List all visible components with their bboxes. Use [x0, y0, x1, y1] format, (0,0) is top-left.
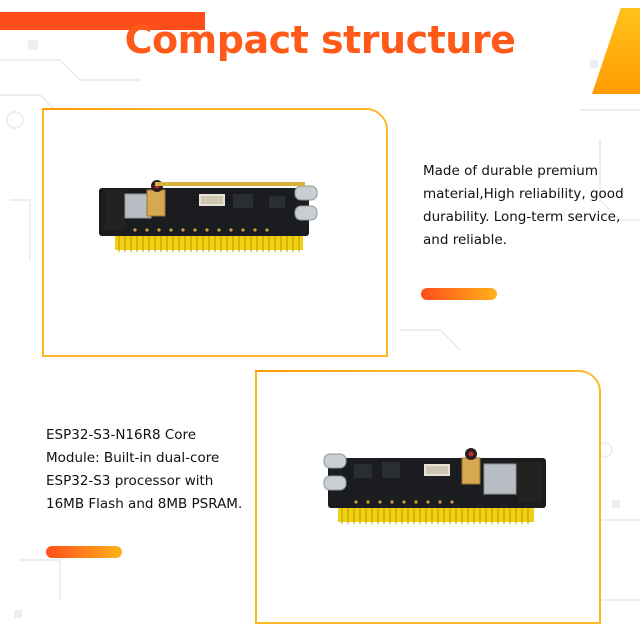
accent-bar-bottom	[46, 546, 122, 558]
description-durability: Made of durable premium material,High re…	[423, 163, 624, 248]
accent-bar-top	[421, 288, 497, 300]
esp32-board-image-bottom	[323, 448, 546, 524]
page-title: Compact structure	[124, 18, 516, 62]
header-stripe-left	[0, 12, 205, 30]
description-core-module: ESP32-S3-N16R8 Core Module: Built-in dua…	[46, 427, 243, 512]
esp32-board-image-top	[99, 180, 318, 252]
